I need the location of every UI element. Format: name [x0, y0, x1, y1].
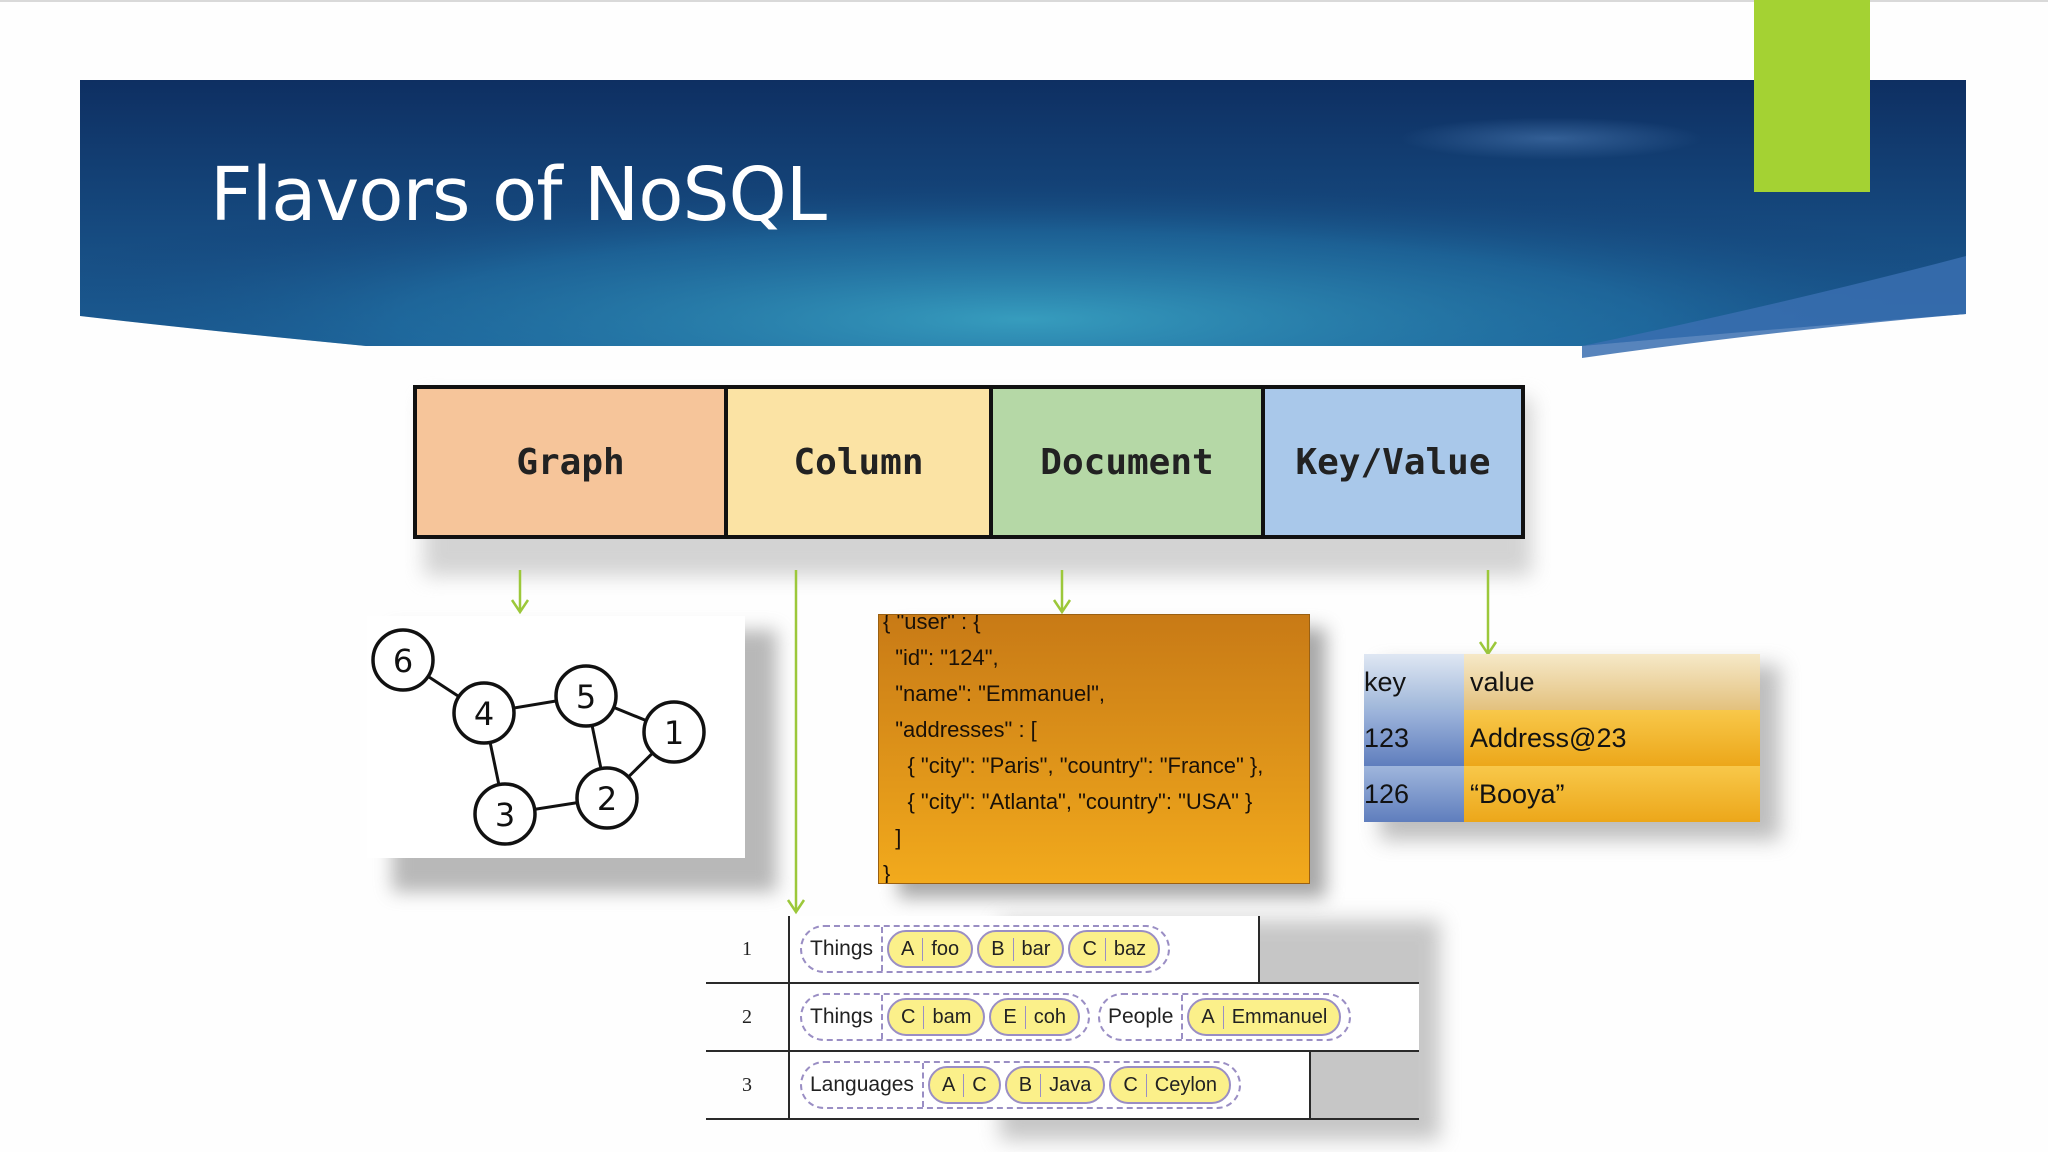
category-graph: Graph [417, 389, 724, 535]
graph-diagram: 6 4 5 1 3 2 [371, 628, 706, 846]
column-value: bar [1021, 937, 1051, 960]
key-value-header-row: key value [1364, 654, 1760, 710]
graph-panel: 6 4 5 1 3 2 [367, 616, 745, 858]
title-banner [80, 80, 1966, 358]
value-header: value [1464, 654, 1760, 710]
graph-node-1 [642, 700, 706, 764]
document-line: ] [883, 825, 902, 850]
arrow-column-head [786, 899, 806, 915]
graph-node-label-3: 3 [495, 796, 515, 834]
column-cell: C Ceylon [1109, 1066, 1232, 1104]
column-value: foo [931, 937, 960, 960]
column-family-name: People [1108, 995, 1184, 1039]
graph-node-label-1: 1 [664, 714, 684, 752]
graph-node-4 [452, 681, 516, 745]
category-key-value: Key/Value [1261, 389, 1521, 535]
column-key: A [1201, 1005, 1224, 1029]
column-cell: A Emmanuel [1187, 998, 1342, 1036]
document-line: "id": "124", [883, 645, 999, 670]
category-document: Document [989, 389, 1261, 535]
column-value: Ceylon [1154, 1073, 1218, 1096]
value-cell: Address@23 [1464, 710, 1760, 766]
top-border [0, 0, 2048, 2]
graph-node-label-2: 2 [597, 780, 617, 818]
document-line: } [883, 861, 891, 884]
column-family-name: Things [810, 995, 884, 1039]
column-family-name: Things [810, 927, 884, 971]
document-line: { "user" : { [883, 614, 981, 634]
column-key: A [942, 1073, 965, 1097]
column-family: People A Emmanuel [1097, 993, 1352, 1041]
accent-block [1754, 0, 1870, 192]
column-family-name: Languages [810, 1063, 924, 1107]
key-cell: 123 [1364, 710, 1464, 766]
document-line: { "city": "Paris", "country": "France" }… [883, 753, 1264, 778]
graph-node-6 [371, 628, 435, 692]
key-value-table: key value 123 Address@23 126 “Booya” [1364, 654, 1760, 822]
column-key: E [1003, 1005, 1026, 1029]
value-cell: “Booya” [1464, 766, 1760, 822]
graph-node-label-6: 6 [393, 642, 413, 680]
document-line: { "city": "Atlanta", "country": "USA" } [883, 789, 1253, 814]
column-key: B [1019, 1073, 1042, 1097]
graph-node-label-4: 4 [474, 695, 494, 733]
document-panel: { "user" : { "id": "124", "name": "Emman… [878, 614, 1310, 884]
document-line: "addresses" : [ [883, 717, 1037, 742]
slide-title: Flavors of NoSQL [210, 152, 827, 238]
column-key: A [901, 937, 924, 961]
graph-node-2 [575, 766, 639, 830]
document-line: "name": "Emmanuel", [883, 681, 1105, 706]
arrow-key-value-head [1478, 641, 1498, 657]
column-value: bam [932, 1005, 972, 1028]
arrow-document-head [1052, 599, 1072, 615]
column-key: C [1123, 1073, 1147, 1097]
key-cell: 126 [1364, 766, 1464, 822]
key-value-row: 123 Address@23 [1364, 710, 1760, 766]
row-key: 1 [706, 916, 790, 982]
graph-node-3 [473, 782, 537, 846]
column-value: C [972, 1073, 987, 1096]
column-value: Emmanuel [1231, 1005, 1328, 1028]
column-key: C [1082, 937, 1106, 961]
graph-node-label-5: 5 [576, 678, 596, 716]
column-value: coh [1033, 1005, 1066, 1028]
key-value-row: 126 “Booya” [1364, 766, 1760, 822]
column-cell: B Java [1004, 1066, 1106, 1104]
row-key: 3 [706, 1052, 790, 1118]
category-column: Column [724, 389, 989, 535]
column-value: Java [1049, 1073, 1092, 1096]
graph-node-5 [554, 664, 618, 728]
category-bar: Graph Column Document Key/Value [413, 385, 1525, 539]
arrow-graph-head [510, 599, 530, 615]
column-value: baz [1113, 937, 1147, 960]
column-key: B [991, 937, 1014, 961]
row-key: 2 [706, 984, 790, 1050]
key-header: key [1364, 654, 1464, 710]
column-key: C [901, 1005, 925, 1029]
